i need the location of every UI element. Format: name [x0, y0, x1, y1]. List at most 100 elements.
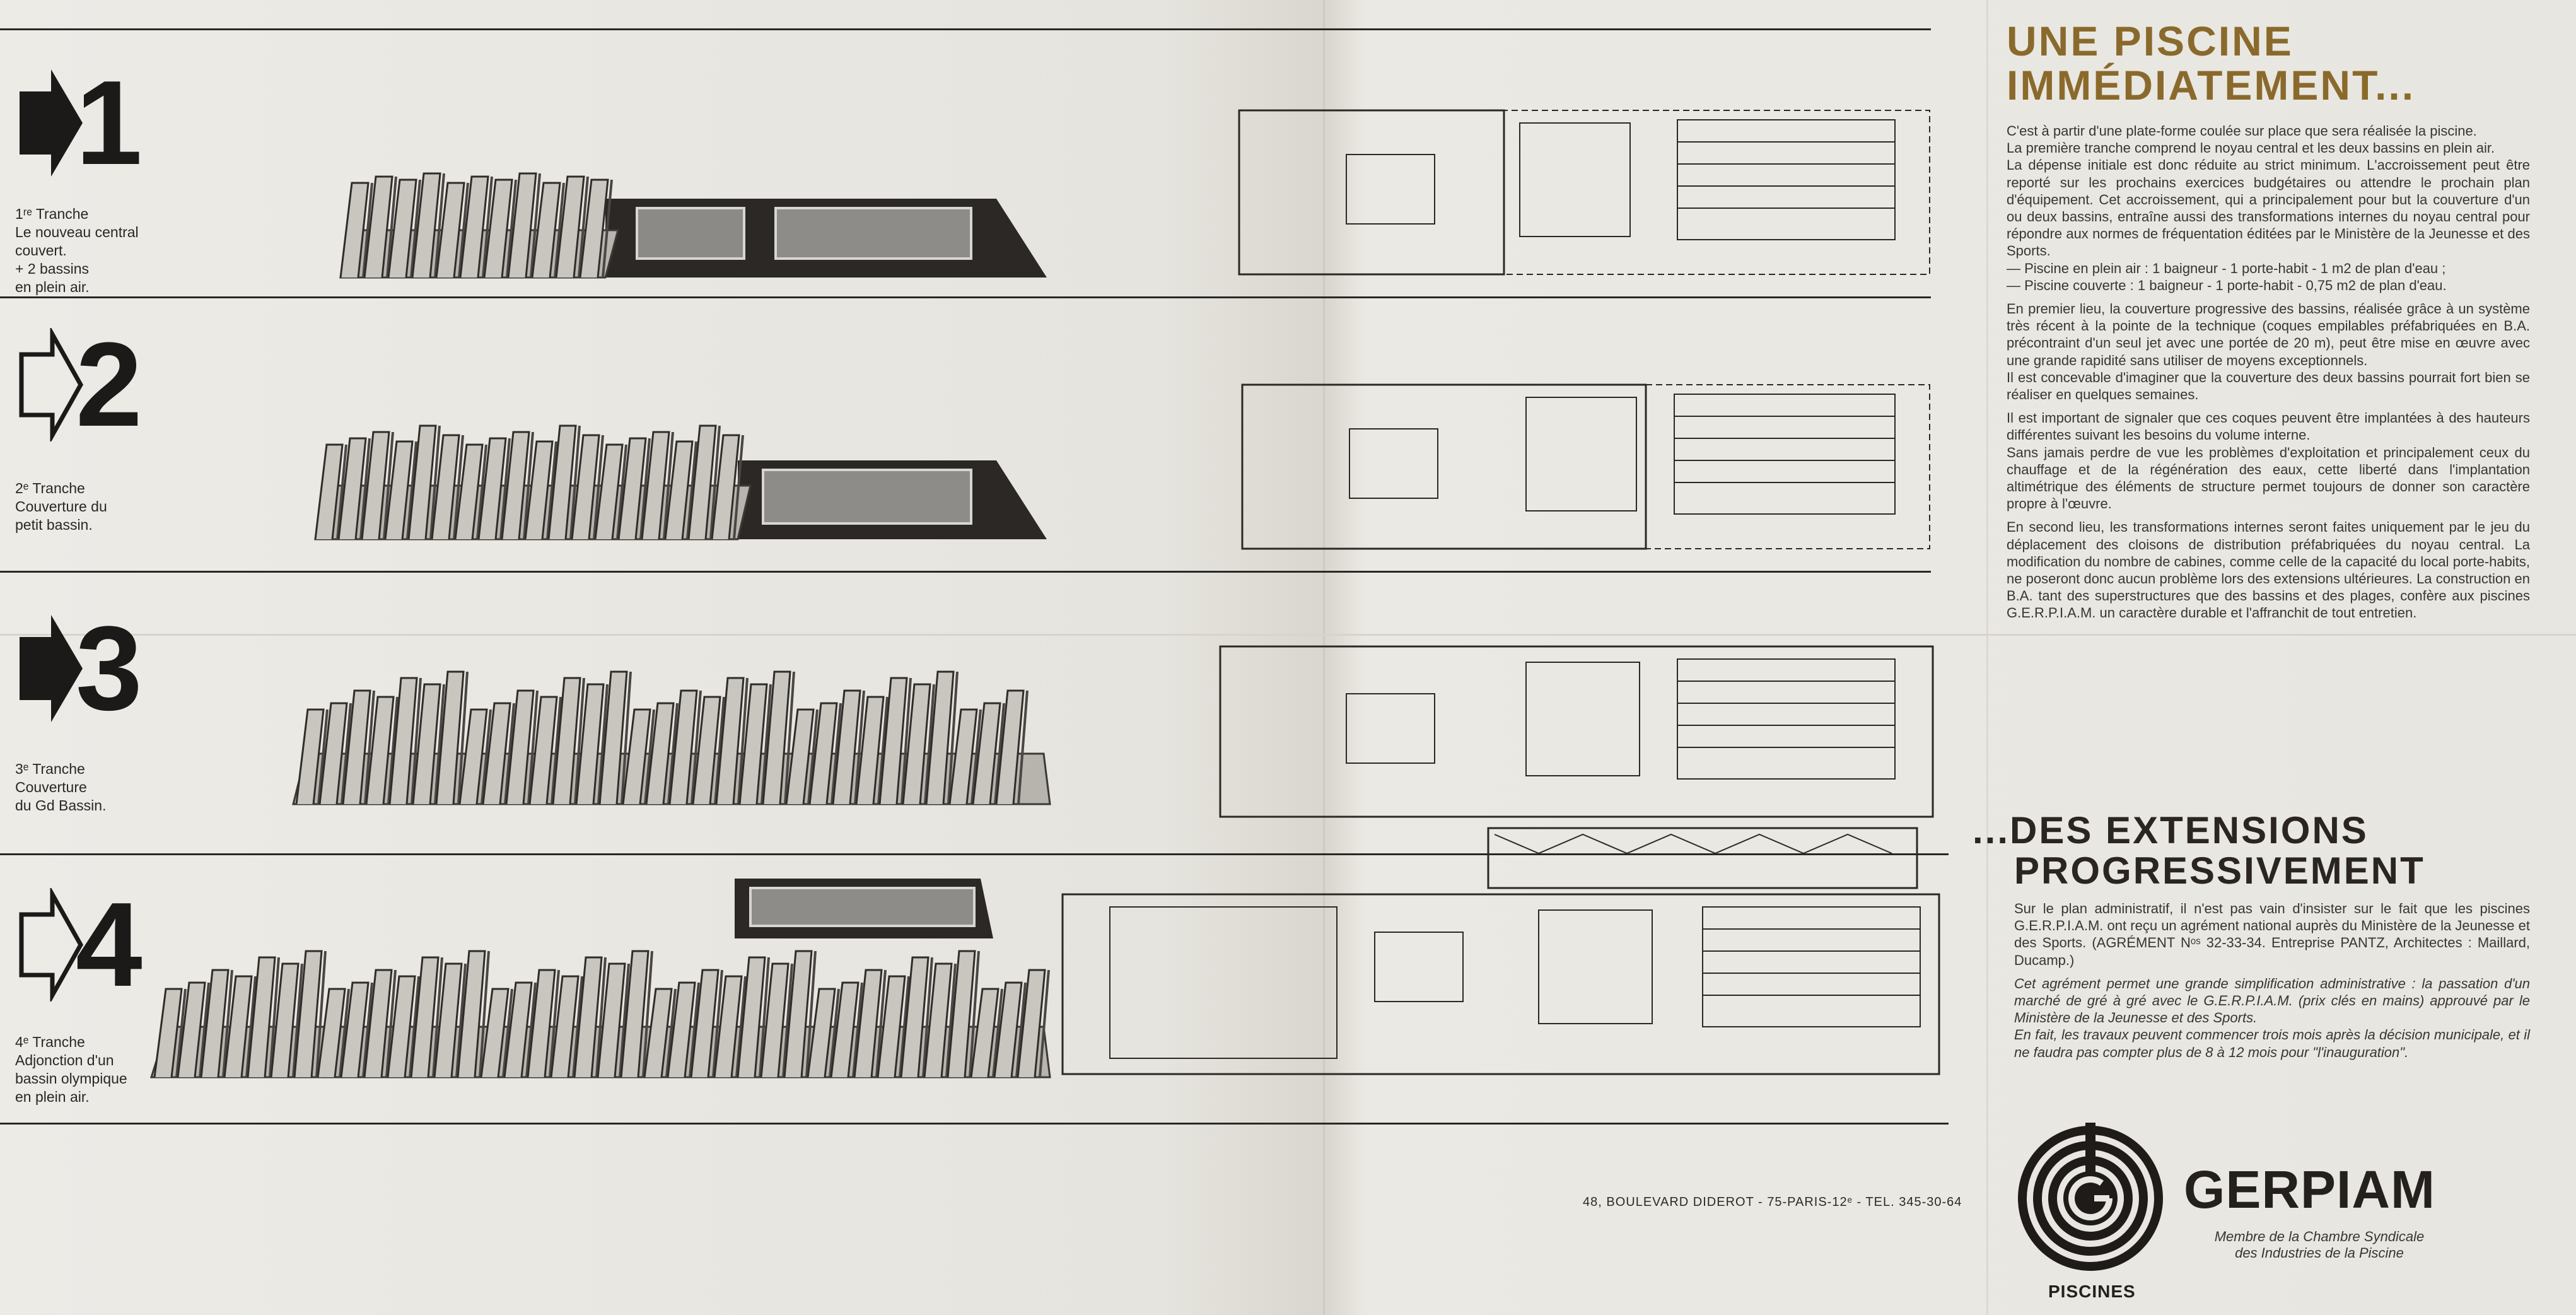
roof-shell [594, 443, 624, 540]
roof-shell-edge [315, 950, 327, 1078]
roof-shell [785, 708, 815, 805]
roof-shell-edge [922, 957, 933, 1078]
roof-shell [200, 969, 230, 1078]
roof-shell [783, 950, 813, 1078]
stage-rule [0, 853, 1949, 855]
roof-shell-edge [761, 684, 772, 805]
roof-shell-edge [269, 957, 280, 1078]
roof-shell [524, 440, 554, 540]
roof-shell-edge [175, 988, 187, 1078]
roof-shell-edge [1039, 969, 1050, 1078]
roof-shell-edge [429, 425, 441, 540]
floor-plan [1061, 827, 1940, 1075]
roof-shell-edge [482, 176, 493, 278]
roof-shell [223, 975, 253, 1078]
roof-shell-edge [805, 950, 817, 1078]
roof-shell [314, 443, 344, 540]
roof-shell-edge [665, 988, 677, 1078]
roof-shell-edge [900, 677, 912, 805]
roof-shell [365, 696, 395, 805]
roof-shell-edge [434, 173, 445, 278]
roof-shell [575, 683, 605, 805]
roof-shell [435, 182, 465, 278]
arrow-outline-icon [19, 328, 84, 441]
roof-shell [995, 689, 1025, 805]
roof-shell [948, 708, 978, 805]
roof-shell [853, 969, 883, 1078]
brand-name: GERPIAM [2184, 1160, 2436, 1219]
stage-4: 4 4ᵉ Tranche Adjonction d'un bassin olym… [0, 827, 1949, 1123]
roof-shell [715, 677, 745, 805]
roof-shell-edge [616, 444, 627, 540]
roof-shell-edge [411, 677, 422, 805]
roof-shell [807, 988, 836, 1078]
heading-line: UNE PISCINE [2007, 18, 2293, 64]
roof-shell [573, 956, 603, 1078]
roof-shell-edge [947, 671, 959, 805]
roof-shell [433, 962, 463, 1078]
roof-shell [947, 950, 976, 1078]
roof-shell [318, 702, 348, 805]
logo-label: PISCINES [2048, 1282, 2136, 1301]
roof-shell-edge [686, 441, 697, 540]
roof-shell [808, 702, 838, 805]
roof-shell-edge [569, 425, 581, 540]
roof-shell [668, 689, 698, 805]
roof-shell-edge [689, 982, 700, 1078]
stage-rule [0, 571, 1931, 573]
roof-shell [410, 956, 440, 1078]
body-paragraph: En premier lieu, la couverture progressi… [2007, 301, 2530, 403]
roof-shell-edge [476, 444, 487, 540]
stage-caption: 4ᵉ Tranche Adjonction d'un bassin olympi… [15, 1034, 127, 1105]
model-photo [292, 670, 1051, 805]
roof-shell [295, 708, 325, 805]
text-column-bottom: ...DES EXTENSIONS PROGRESSIVEMENT Sur le… [1973, 810, 2530, 1067]
roof-shell [760, 962, 790, 1078]
roof-shell [664, 440, 694, 540]
roof-shell-edge [709, 425, 721, 540]
roof-shell [900, 956, 930, 1078]
roof-shell-edge [432, 957, 443, 1078]
roof-shell [579, 178, 609, 278]
roof-shell [923, 962, 953, 1078]
arrow-filled-icon [20, 615, 83, 722]
roof-shell-edge [292, 963, 303, 1078]
roof-shell-edge [854, 690, 865, 805]
roof-shell-edge [782, 963, 793, 1078]
roof-shell [692, 696, 721, 805]
stage-2: 2 2ᵉ Tranche Couverture du petit bassin. [0, 296, 1949, 571]
roof-shell-edge [578, 176, 589, 278]
roof-shell [457, 950, 486, 1078]
roof-shell [641, 431, 670, 540]
roof-shell [411, 172, 441, 278]
roof-shell-edge [554, 182, 565, 278]
roof-shell [993, 981, 1023, 1078]
roof-shell-edge [457, 671, 469, 805]
roof-shell [270, 962, 300, 1078]
roof-shell [527, 969, 556, 1078]
model-photo [149, 879, 1051, 1078]
roof-shell [340, 981, 370, 1078]
roof-shell [507, 172, 537, 278]
roof-shell [505, 689, 535, 805]
roof-shell-edge [481, 709, 492, 805]
roof-shell-edge [712, 969, 723, 1078]
roof-shell [528, 696, 558, 805]
roof-shell [620, 950, 650, 1078]
stage-1: 1 1ʳᵉ Tranche Le nouveau central couvert… [0, 28, 1949, 296]
roof-shell-edge [386, 176, 397, 278]
stage-rule [0, 296, 1931, 298]
horizontal-fold [0, 634, 2576, 636]
roof-shell-edge [597, 684, 609, 805]
roof-shell [387, 178, 417, 278]
gerpiam-logo-icon [2018, 1123, 2163, 1271]
model-photo [339, 172, 1047, 279]
roof-shell-edge [245, 976, 257, 1078]
roof-shell [317, 988, 346, 1078]
roof-shell [667, 981, 696, 1078]
roof-shell-edge [602, 179, 613, 278]
roof-shell-edge [551, 696, 562, 805]
roof-shell [713, 975, 743, 1078]
roof-shell-edge [595, 957, 607, 1078]
roof-shell [687, 424, 717, 540]
